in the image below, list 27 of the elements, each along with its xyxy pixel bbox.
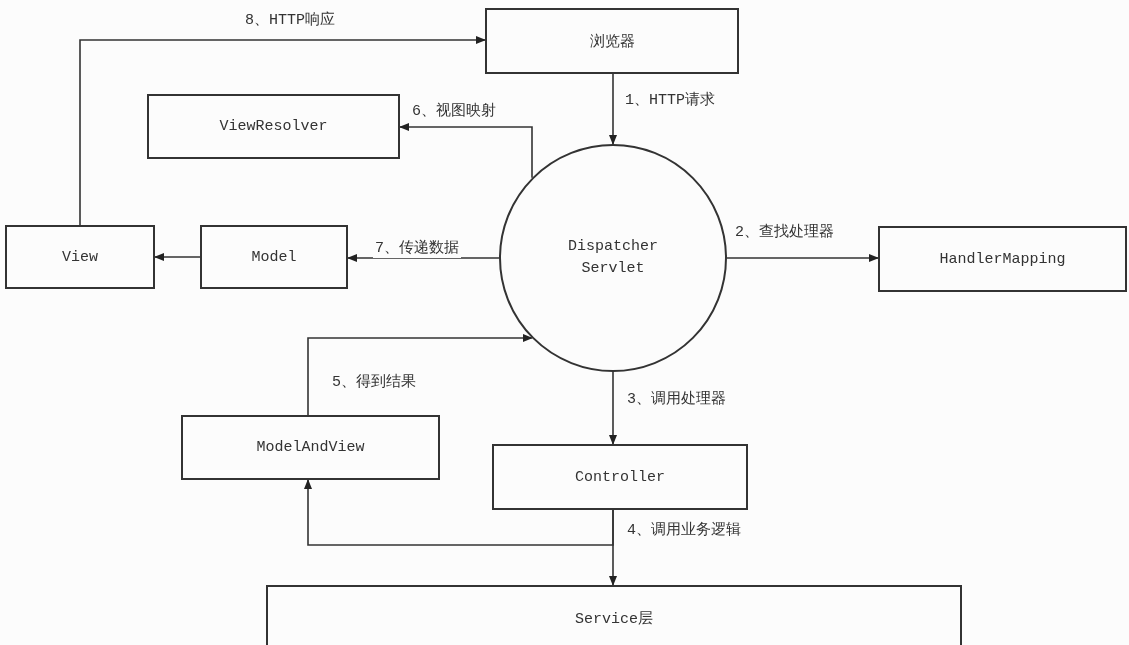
arrow xyxy=(154,253,201,261)
edge-label: 7、传递数据 xyxy=(373,240,461,258)
process-box xyxy=(492,444,748,510)
process-box xyxy=(200,225,348,289)
node-label: Controller xyxy=(575,468,665,486)
arrow xyxy=(304,479,614,546)
node-label: Model xyxy=(251,248,297,266)
browser-box xyxy=(485,8,739,74)
node-label: HandlerMapping xyxy=(939,250,1066,268)
node-label: 浏览器 xyxy=(589,32,635,51)
process-box xyxy=(181,415,440,480)
process-box xyxy=(147,94,400,159)
arrow xyxy=(347,254,500,262)
arrow xyxy=(399,123,533,179)
arrow xyxy=(609,73,617,145)
node-label: ModelAndView xyxy=(256,439,365,456)
layer-box xyxy=(266,585,962,645)
arrow xyxy=(726,254,879,262)
process-box xyxy=(878,226,1127,292)
arrow xyxy=(609,371,617,445)
node-label: Service层 xyxy=(575,610,653,628)
arrow xyxy=(307,334,533,416)
node-label: ViewResolver xyxy=(219,118,328,135)
arrow xyxy=(79,36,486,226)
node-label: Dispatcher Servlet xyxy=(567,237,659,279)
node-label: View xyxy=(62,248,98,266)
process-box xyxy=(5,225,155,289)
